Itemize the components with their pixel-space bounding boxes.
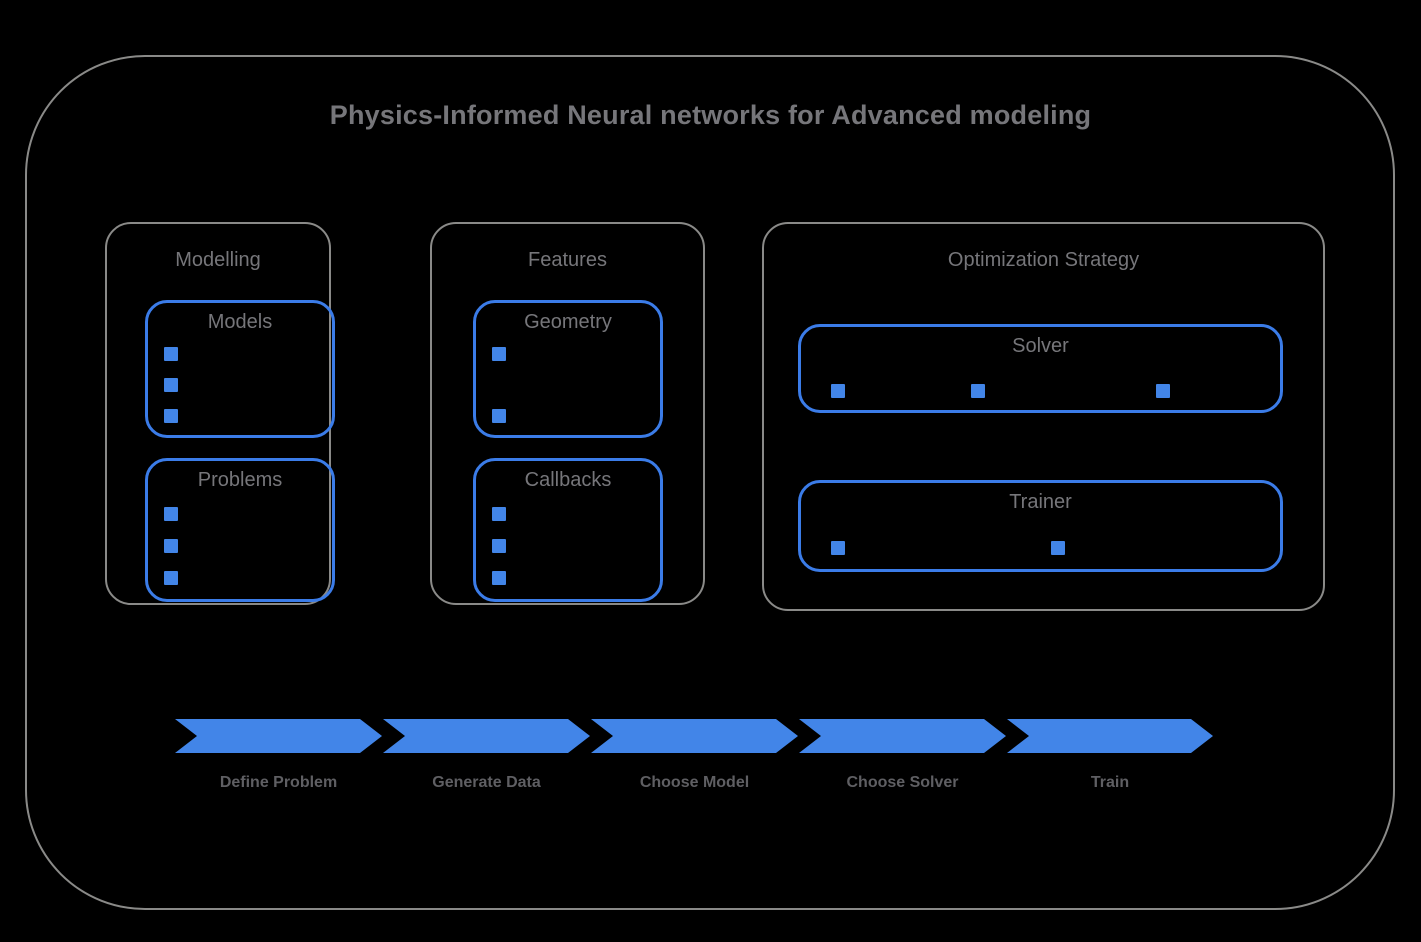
marker-cube	[164, 568, 181, 585]
sub-box-problems[interactable]: Problems	[145, 458, 335, 602]
group-title-features: Features	[528, 249, 607, 271]
marker-cube	[164, 344, 181, 361]
marker-cube	[971, 381, 988, 398]
marker-cube	[1051, 538, 1068, 555]
marker-cube	[492, 344, 509, 361]
marker-cube	[492, 536, 509, 553]
page-title: Physics-Informed Neural networks for Adv…	[329, 100, 1092, 130]
pipeline-step-train[interactable]	[1007, 719, 1213, 753]
sub-box-geometry[interactable]: Geometry	[473, 300, 663, 438]
sub-box-callbacks[interactable]: Callbacks	[473, 458, 663, 602]
group-panel-features: Features	[430, 222, 705, 605]
marker-cube	[831, 381, 848, 398]
sub-box-solver[interactable]: Solver	[798, 324, 1283, 413]
pipeline-label-generate-data: Generate Data	[432, 774, 541, 791]
pipeline-label-choose-model: Choose Model	[639, 774, 750, 791]
sub-box-title-trainer: Trainer	[1009, 491, 1072, 513]
pipeline-step-define-problem[interactable]	[175, 719, 382, 753]
sub-box-title-solver: Solver	[1012, 335, 1069, 357]
marker-cube	[492, 406, 509, 423]
workflow-pipeline: Define Problem Generate Data Choose Mode…	[175, 719, 1213, 791]
pipeline-step-generate-data[interactable]	[383, 719, 590, 753]
sub-box-title-problems: Problems	[197, 469, 283, 491]
marker-cube	[492, 568, 509, 585]
marker-cube	[492, 504, 509, 521]
sub-box-title-models: Models	[207, 311, 273, 333]
sub-box-models[interactable]: Models	[145, 300, 335, 438]
pipeline-step-choose-solver[interactable]	[799, 719, 1006, 753]
sub-box-title-callbacks: Callbacks	[524, 469, 612, 491]
pipeline-label-choose-solver: Choose Solver	[846, 774, 959, 791]
marker-cube	[164, 536, 181, 553]
marker-cube	[164, 504, 181, 521]
marker-cube	[1156, 381, 1173, 398]
pipeline-step-choose-model[interactable]	[591, 719, 798, 753]
sub-box-trainer[interactable]: Trainer	[798, 480, 1283, 572]
outer-container-border	[25, 55, 1395, 910]
pipeline-label-train: Train	[1090, 774, 1130, 791]
marker-cube	[164, 406, 181, 423]
pipeline-label-define-problem: Define Problem	[219, 774, 338, 791]
marker-cube	[164, 375, 181, 392]
marker-cube	[831, 538, 848, 555]
group-title-optimization-strategy: Optimization Strategy	[947, 249, 1140, 271]
group-panel-optimization-strategy: Optimization Strategy	[762, 222, 1325, 611]
group-panel-modelling: Modelling	[105, 222, 331, 605]
group-title-modelling: Modelling	[175, 249, 261, 271]
sub-box-title-geometry: Geometry	[524, 311, 612, 333]
